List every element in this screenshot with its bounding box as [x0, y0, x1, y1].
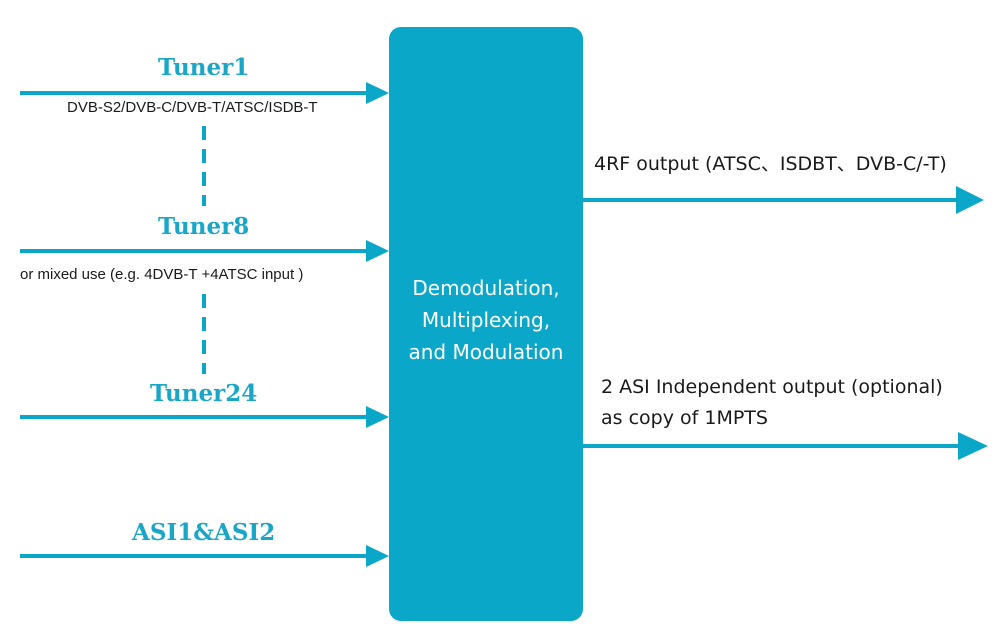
- output-rf-line-1: 4RF output (ATSC、ISDBT、DVB-C/-T): [594, 153, 947, 175]
- processing-line-2: Multiplexing,: [421, 308, 551, 332]
- input-arrow-tuner1: [20, 82, 389, 104]
- input-label-tuner1: Tuner1: [158, 54, 250, 81]
- input-arrow-tuner8: [20, 240, 389, 262]
- output-asi-line-1: 2 ASI Independent output (optional): [601, 376, 943, 398]
- output-label-rf: 4RF output (ATSC、ISDBT、DVB-C/-T): [594, 149, 947, 180]
- output-arrow-rf: [583, 186, 984, 214]
- processing-line-3: and Modulation: [408, 340, 564, 364]
- input-arrow-asi: [20, 545, 389, 567]
- input-label-tuner8: Tuner8: [158, 213, 250, 240]
- processing-block: [389, 27, 583, 621]
- input-note-tuner1: DVB-S2/DVB-C/DVB-T/ATSC/ISDB-T: [67, 99, 318, 116]
- output-arrow-asi: [583, 432, 988, 460]
- output-asi-line-2: as copy of 1MPTS: [601, 407, 768, 429]
- input-label-tuner24: Tuner24: [150, 380, 258, 407]
- processing-line-1: Demodulation,: [412, 276, 560, 300]
- input-label-asi: ASI1&ASI2: [132, 519, 276, 546]
- output-label-asi: 2 ASI Independent output (optional) as c…: [601, 372, 943, 434]
- input-arrow-tuner24: [20, 406, 389, 428]
- input-note-tuner8: or mixed use (e.g. 4DVB-T +4ATSC input ): [20, 266, 304, 283]
- processing-block-label: Demodulation, Multiplexing, and Modulati…: [389, 272, 583, 368]
